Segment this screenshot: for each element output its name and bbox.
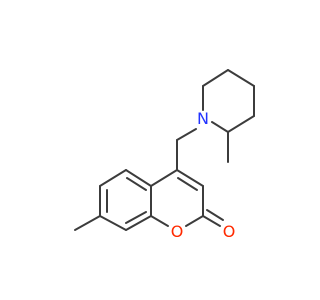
bond-methyl-aromatic <box>74 215 101 231</box>
bond-carbonyl-1 <box>202 215 221 227</box>
bond-pyranone-c3-c4 <box>176 169 204 187</box>
bond-ch2-n <box>176 128 197 141</box>
molecule-structure-diagram: N O O <box>74 69 255 241</box>
bond-piperidine-5 <box>227 115 255 133</box>
bond-benzene-3-inner <box>126 177 147 191</box>
bond-benzene-6 <box>99 215 127 231</box>
bond-piperidine-3 <box>227 69 255 87</box>
bond-piperidine-2 <box>202 69 229 87</box>
bond-benzene-2 <box>99 169 127 187</box>
bond-benzene-5 <box>125 215 152 231</box>
bond-carbonyl-2 <box>206 209 224 221</box>
bond-pyranone-c2-o1 <box>185 215 204 227</box>
bond-pyranone-c3-c4-inner <box>177 177 198 191</box>
bond-benzene-3 <box>125 169 152 187</box>
atom-label-nitrogen: N <box>197 109 209 128</box>
bond-benzene-5-inner <box>125 211 147 224</box>
atom-label-ring-oxygen: O <box>171 222 184 241</box>
bond-pyranone-o1-c8a <box>150 215 169 227</box>
bond-piperidine-6 <box>211 121 229 133</box>
bond-pyranone-c4-c4a <box>150 169 178 187</box>
atom-label-carbonyl-oxygen: O <box>223 222 236 241</box>
